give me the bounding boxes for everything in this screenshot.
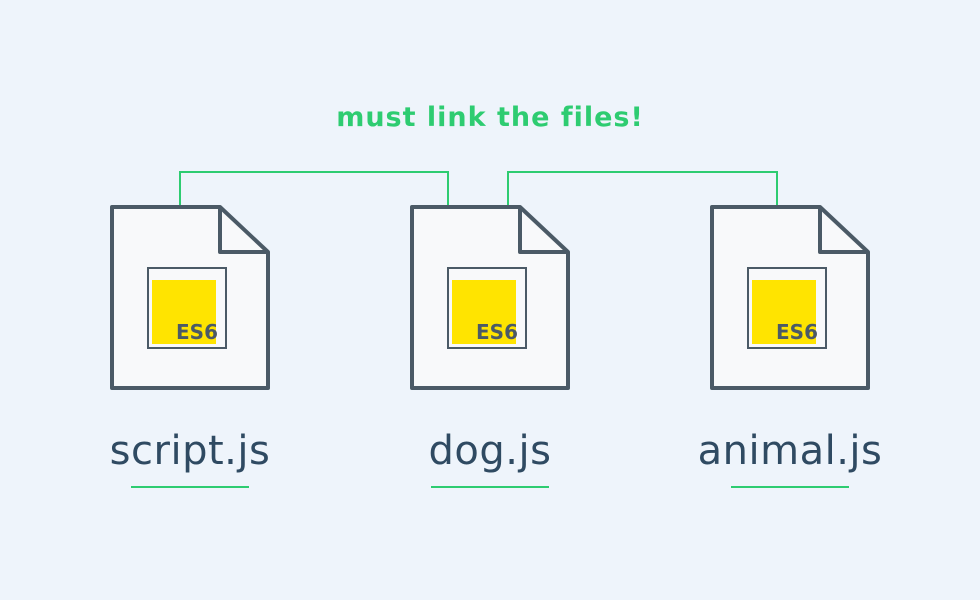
file-icon-dog-js: ES6	[410, 205, 570, 390]
file-name-dog-js: dog.js	[428, 428, 552, 474]
link-annotation: must link the files!	[336, 102, 644, 133]
link-connector-script-dog	[179, 171, 449, 205]
file-name-underline	[731, 486, 849, 488]
es6-badge-label: ES6	[176, 320, 218, 344]
file-name-script-js: script.js	[109, 428, 271, 474]
es6-badge-label: ES6	[776, 320, 818, 344]
file-name-underline	[131, 486, 249, 488]
file-name-underline	[431, 486, 549, 488]
es6-badge-label: ES6	[476, 320, 518, 344]
file-icon-animal-js: ES6	[710, 205, 870, 390]
file-name-animal-js: animal.js	[697, 428, 883, 474]
file-icon-script-js: ES6	[110, 205, 270, 390]
link-connector-dog-animal	[507, 171, 778, 205]
